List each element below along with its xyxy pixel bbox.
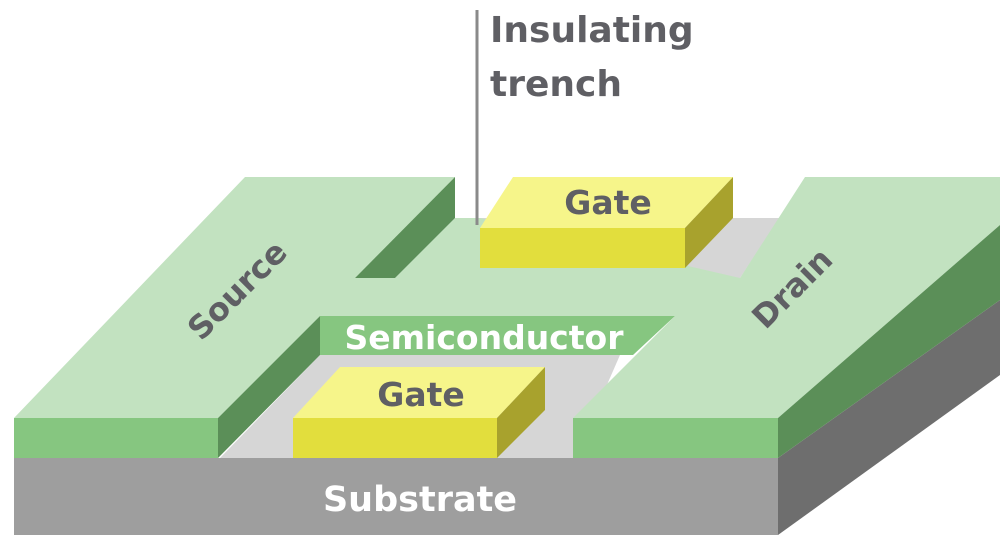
gate-front-front (293, 418, 497, 458)
electrode-top (14, 177, 1000, 418)
drain-side-face (778, 225, 1000, 458)
source-front-inner-wall (218, 316, 320, 458)
gate-front-top (293, 367, 545, 418)
gate-back-top (480, 177, 733, 228)
substrate-front-face (14, 458, 778, 535)
gate-front-side (497, 367, 545, 458)
substrate-side-face (778, 300, 1000, 535)
drain-front-face (573, 418, 778, 458)
semiconductor-front-face (320, 316, 675, 355)
trench-label-line2: trench (490, 64, 622, 105)
gate-back-front (480, 228, 685, 268)
source-front-face (14, 418, 218, 458)
gate-back-label: Gate (564, 183, 652, 222)
trench-label-line1: Insulating (490, 10, 694, 51)
semiconductor-label: Semiconductor (345, 318, 625, 357)
source-inner-wall (355, 177, 455, 278)
substrate-label: Substrate (323, 480, 517, 520)
gate-front-label: Gate (377, 375, 465, 414)
gate-back-side (685, 177, 733, 268)
